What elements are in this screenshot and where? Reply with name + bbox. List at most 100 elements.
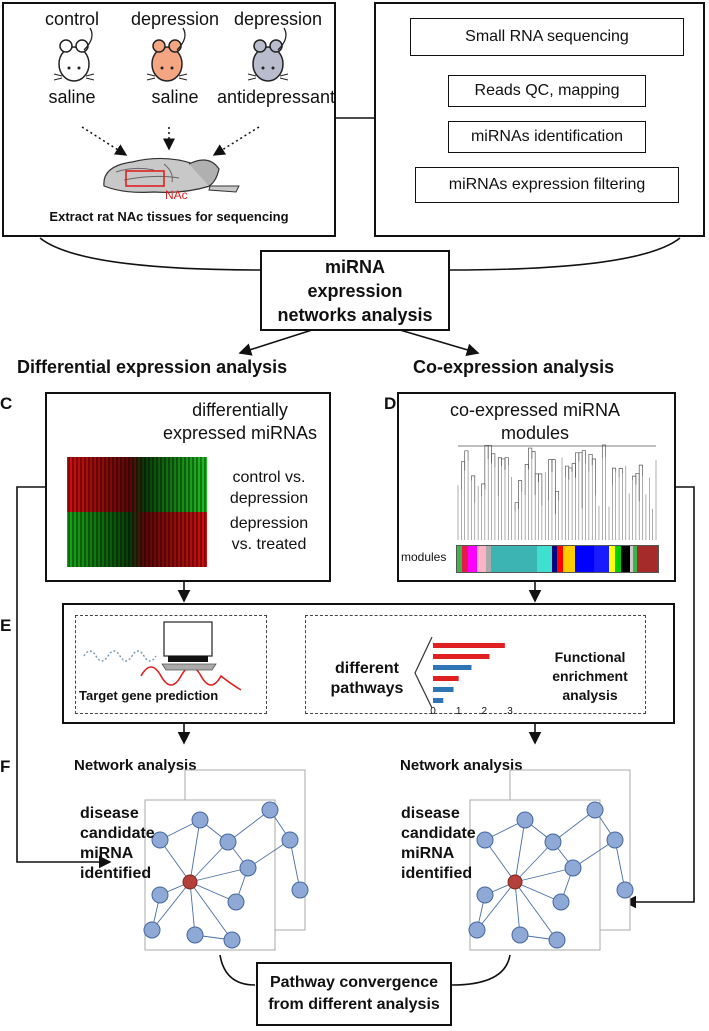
module-segment xyxy=(476,546,487,572)
group-3-condition: depression xyxy=(233,9,323,29)
network-node xyxy=(586,801,604,819)
dendrogram-branch xyxy=(554,490,560,515)
functional-line-3: analysis xyxy=(562,687,618,703)
hub-mirna-node xyxy=(182,874,198,890)
network-node xyxy=(151,886,169,904)
module-segment xyxy=(636,546,659,572)
dendrogram-branch xyxy=(491,453,496,468)
group-1-condition: control xyxy=(44,9,100,29)
dendrogram-branch xyxy=(471,475,476,503)
module-segment xyxy=(486,546,491,572)
dendrogram-branch xyxy=(618,468,623,478)
comparison-2: depression vs. treated xyxy=(210,513,328,555)
candidate-left-line-3: miRNA xyxy=(80,845,134,862)
module-segment xyxy=(562,546,576,572)
candidate-right-line-2: candidate xyxy=(401,825,476,842)
candidate-text-right: disease candidate miRNA identified xyxy=(401,804,476,884)
step-mirnas-identification: miRNAs identification xyxy=(448,121,646,153)
panel-f-label: F xyxy=(0,757,11,776)
pathways-label: different pathways xyxy=(322,659,412,699)
module-segment xyxy=(615,546,622,572)
comparison-1-line-1: control vs. xyxy=(232,469,306,486)
step-mirnas-expression-filtering: miRNAs expression filtering xyxy=(415,167,679,203)
dendrogram-branch xyxy=(538,473,543,507)
network-node xyxy=(227,893,245,911)
dendrogram-branch xyxy=(531,451,536,495)
dendrogram-branch xyxy=(638,464,643,502)
module-segment xyxy=(556,546,563,572)
modules-label: modules xyxy=(401,550,447,564)
rat-icon-depression-antidepressant xyxy=(247,27,289,82)
x-tick-label: 1 xyxy=(456,706,462,717)
functional-line-2: enrichment xyxy=(552,668,628,684)
network-edge xyxy=(514,867,574,883)
module-segment xyxy=(490,546,537,572)
network-node xyxy=(548,931,566,949)
network-node xyxy=(616,881,634,899)
candidate-right-line-4: identified xyxy=(401,865,473,882)
network-edge xyxy=(189,881,233,941)
panel-c-title-line-2: expressed miRNAs xyxy=(162,423,318,443)
candidate-right-line-3: miRNA xyxy=(401,845,455,862)
panel-d-title-line-1: co-expressed miRNA xyxy=(449,400,621,420)
network-edge xyxy=(151,881,191,931)
module-segment xyxy=(608,546,616,572)
panel-d-title: co-expressed miRNA modules xyxy=(410,399,660,445)
x-tick-label: 0 xyxy=(430,706,436,717)
pathways-line-1: different xyxy=(335,660,399,677)
network-node xyxy=(476,831,494,849)
panel-c-label: C xyxy=(0,394,13,413)
network-node xyxy=(552,893,570,911)
target-gene-prediction-label: Target gene prediction xyxy=(79,688,219,703)
comparison-1: control vs. depression xyxy=(210,467,328,509)
network-card xyxy=(469,799,601,951)
module-segment xyxy=(630,546,634,572)
step-small-rna-sequencing: Small RNA sequencing xyxy=(410,18,684,56)
network-edge xyxy=(484,839,516,883)
dendrogram-branch xyxy=(551,459,556,515)
candidate-left-line-4: identified xyxy=(80,865,152,882)
network-node xyxy=(476,886,494,904)
comparison-2-line-1: depression xyxy=(229,515,309,532)
network-node xyxy=(606,831,624,849)
center-line-2: expression xyxy=(307,281,403,301)
network-node xyxy=(191,811,209,829)
pathways-line-2: pathways xyxy=(330,680,404,697)
x-tick-label: 2 xyxy=(482,706,488,717)
network-edge xyxy=(227,809,271,843)
dendrogram-branch xyxy=(518,480,523,510)
network-node xyxy=(239,859,257,877)
network-analysis-left-title: Network analysis xyxy=(74,757,197,774)
enrichment-bar xyxy=(433,698,444,703)
candidate-left-line-1: disease xyxy=(80,805,139,822)
network-analysis-right-title: Network analysis xyxy=(400,757,523,774)
panel-a-box xyxy=(2,2,336,237)
network-edge xyxy=(514,881,558,941)
network-edge xyxy=(476,881,516,931)
pathways-box xyxy=(305,615,646,714)
enrichment-bar xyxy=(433,643,505,648)
group-1-treatment: saline xyxy=(48,87,96,107)
center-analysis-box: miRNA expression networks analysis xyxy=(260,250,450,331)
panel-c-title: differentially expressed miRNAs xyxy=(150,399,330,445)
group-2-condition: depression xyxy=(130,9,220,29)
center-line-1: miRNA xyxy=(324,257,385,277)
candidate-right-line-1: disease xyxy=(401,805,460,822)
panel-d-label: D xyxy=(384,394,397,413)
network-node xyxy=(291,881,309,899)
dendrogram-branch xyxy=(504,457,509,470)
module-segment xyxy=(621,546,631,572)
target-prediction-box xyxy=(75,615,267,714)
dendrogram-branch xyxy=(591,458,596,496)
network-node xyxy=(151,831,169,849)
rat-icon-depression-saline xyxy=(146,27,188,82)
candidate-left-line-2: candidate xyxy=(80,825,155,842)
network-node xyxy=(544,833,562,851)
x-tick-label: 3 xyxy=(507,706,513,717)
enrichment-bar xyxy=(433,654,490,659)
network-edge xyxy=(189,881,196,936)
